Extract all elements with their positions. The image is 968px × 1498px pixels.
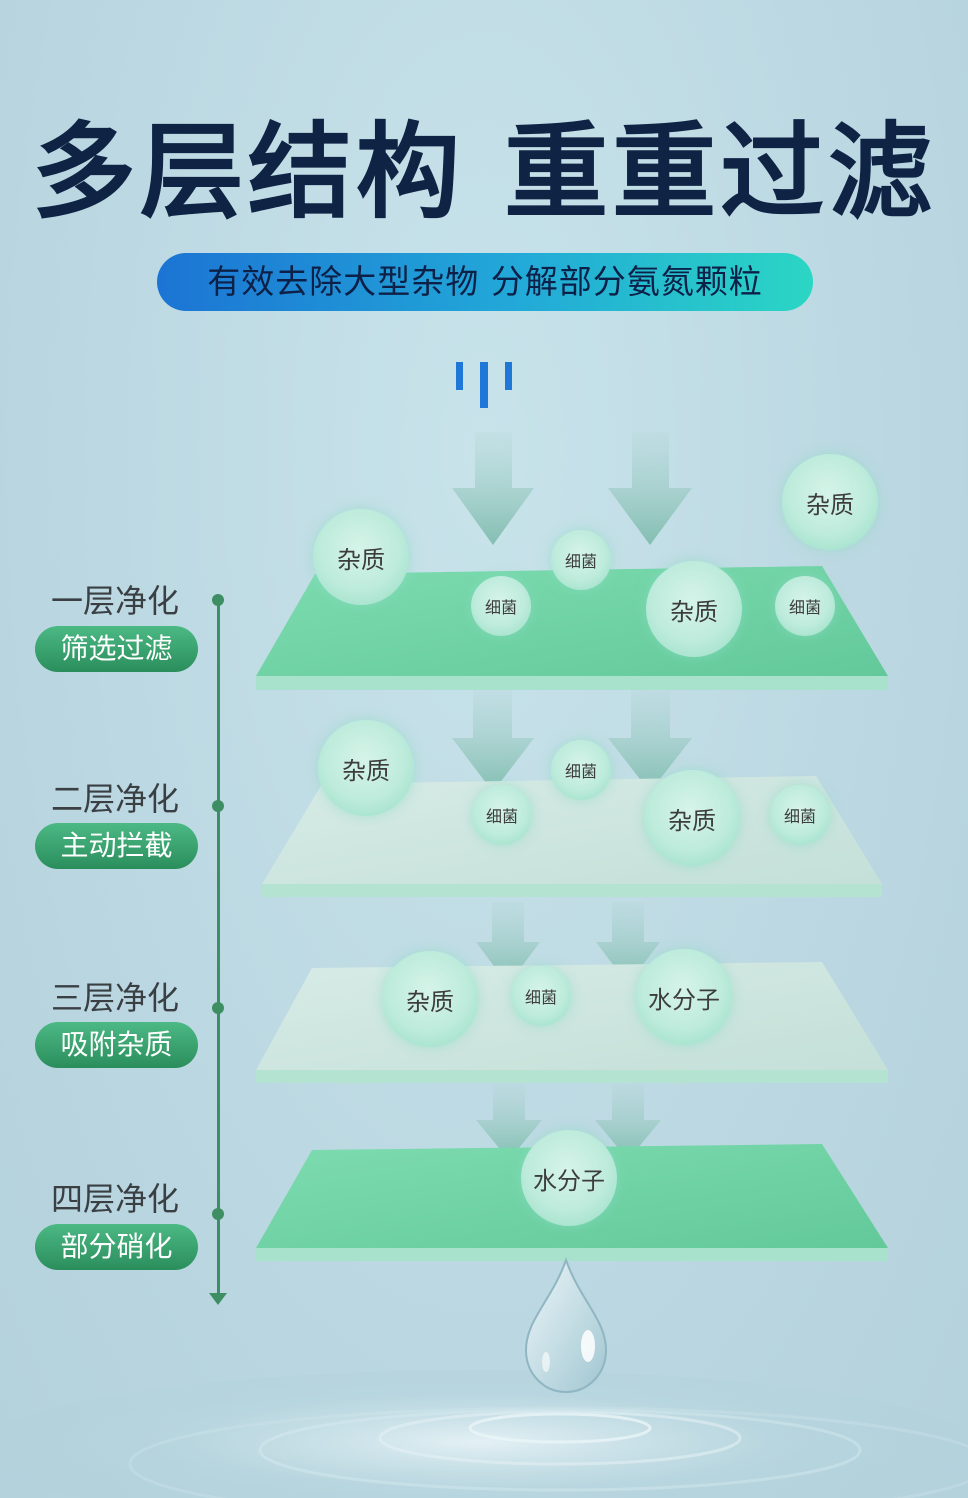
water-ripple-icon: [0, 1370, 968, 1498]
bacteria-bubble: 细菌: [770, 785, 830, 845]
timeline-arrow-icon: [209, 1293, 227, 1305]
impurity-bubble: 杂质: [382, 951, 478, 1047]
bacteria-bubble: 细菌: [471, 576, 531, 636]
bacteria-bubble: 细菌: [775, 576, 835, 636]
timeline-dot: [212, 1002, 224, 1014]
timeline-dot: [212, 594, 224, 606]
water-output: [0, 1256, 968, 1498]
impurity-bubble: 杂质: [782, 454, 878, 550]
step-1-tag: 筛选过滤: [35, 626, 198, 672]
water-molecule-bubble: 水分子: [636, 949, 732, 1045]
step-1-title: 一层净化: [50, 582, 179, 620]
bacteria-bubble: 细菌: [511, 966, 571, 1026]
water-stream-icon: [456, 362, 512, 408]
timeline-dot: [212, 1208, 224, 1220]
step-3-title: 三层净化: [50, 979, 179, 1017]
step-4-title: 四层净化: [50, 1180, 179, 1218]
bacteria-bubble: 细菌: [472, 785, 532, 845]
bacteria-bubble: 细菌: [551, 530, 611, 590]
step-4-tag: 部分硝化: [35, 1224, 198, 1270]
subtitle-banner: 有效去除大型杂物 分解部分氨氮颗粒: [157, 253, 813, 311]
bacteria-bubble: 细菌: [551, 740, 611, 800]
step-3-tag: 吸附杂质: [35, 1022, 198, 1068]
page-title: 多层结构 重重过滤: [31, 111, 937, 233]
water-drop-icon: [524, 1256, 608, 1394]
water-molecule-bubble: 水分子: [521, 1130, 617, 1226]
impurity-bubble: 杂质: [318, 720, 414, 816]
flow-arrow-icon: [452, 432, 692, 1160]
step-2-tag: 主动拦截: [35, 823, 198, 869]
impurity-bubble: 杂质: [313, 509, 409, 605]
impurity-bubble: 杂质: [646, 561, 742, 657]
impurity-bubble: 杂质: [644, 770, 740, 866]
filter-layer-3: [256, 962, 888, 1083]
step-2-title: 二层净化: [50, 780, 179, 818]
timeline-dot: [212, 800, 224, 812]
timeline-line: [217, 598, 220, 1296]
